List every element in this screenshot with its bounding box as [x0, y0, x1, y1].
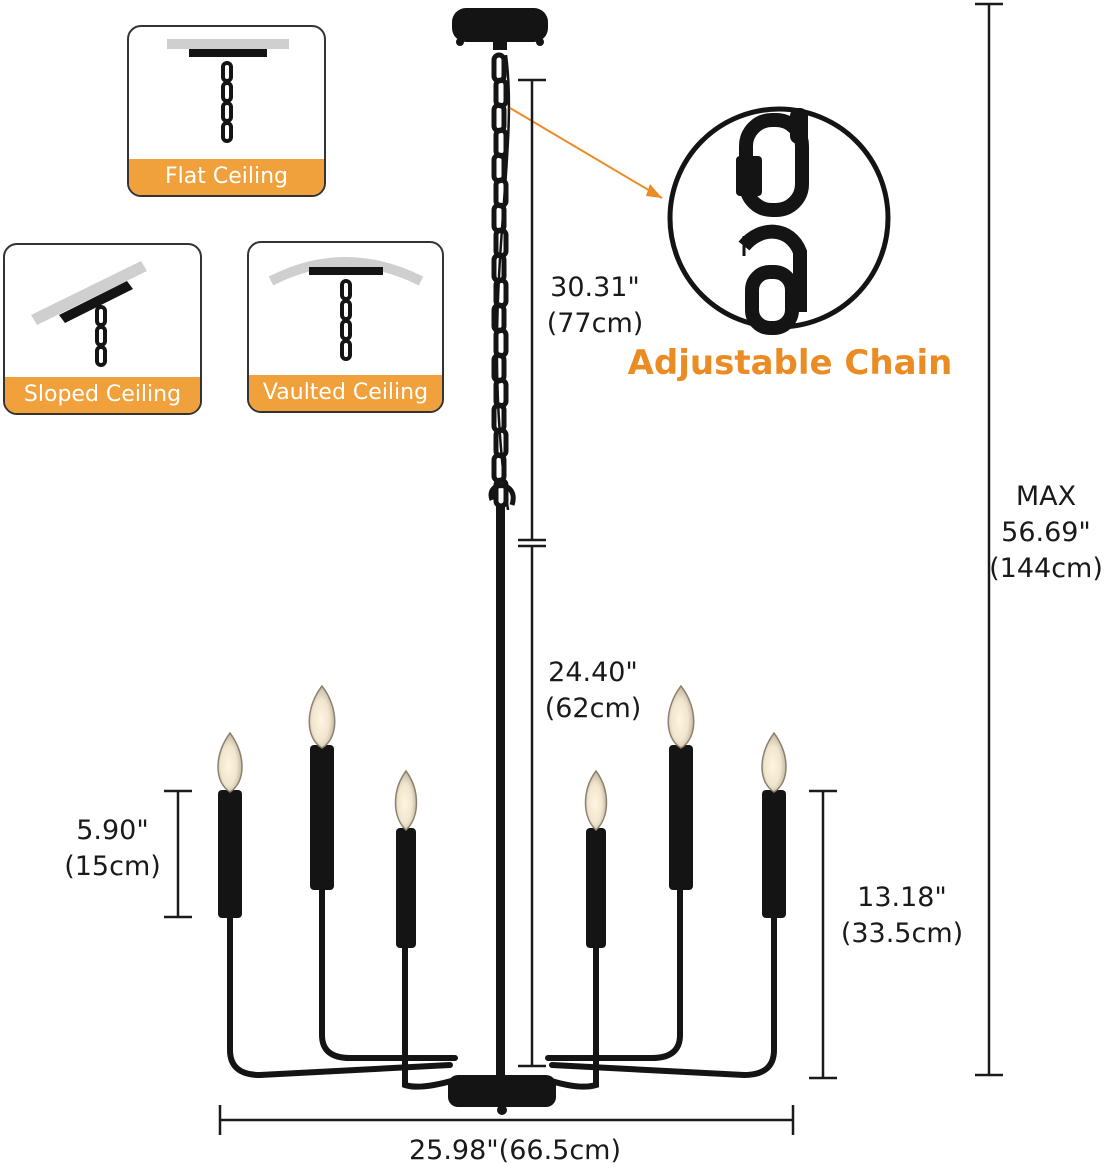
body-height-label: 13.18" (33.5cm) [832, 880, 972, 952]
sloped-ceiling-card: Sloped Ceiling [3, 243, 202, 415]
ceiling-canopy [452, 8, 548, 50]
width-label: 25.98"(66.5cm) [408, 1135, 622, 1166]
adjustable-chain-label: Adjustable Chain [627, 343, 953, 383]
candle-height-in: 5.90" [76, 815, 149, 846]
candle-height-label: 5.90" (15cm) [50, 813, 175, 885]
max-height-title: MAX [1015, 481, 1077, 512]
sloped-ceiling-icon [31, 261, 147, 367]
candle-bulbs [217, 684, 787, 832]
vaulted-ceiling-card: Vaulted Ceiling [247, 241, 444, 413]
chandelier-arms [227, 887, 777, 1090]
max-height-cm: (144cm) [989, 553, 1103, 584]
body-height-in: 13.18" [857, 882, 947, 913]
rod-length-in: 24.40" [548, 657, 638, 688]
chain [488, 52, 516, 511]
vaulted-ceiling-icon [268, 257, 424, 361]
candle-height-cm: (15cm) [64, 851, 161, 882]
max-height-in: 56.69" [1001, 517, 1091, 548]
chain-length-cm: (77cm) [546, 308, 644, 339]
max-height-label: MAX 56.69" (144cm) [986, 479, 1106, 587]
chain-detail-callout [509, 106, 891, 335]
rod-length-label: 24.40" (62cm) [533, 655, 653, 727]
chain-length-in: 30.31" [550, 272, 640, 303]
body-height-cm: (33.5cm) [840, 918, 964, 949]
dimension-lines [164, 2, 1003, 1135]
candle-sleeves [218, 745, 786, 948]
flat-ceiling-label: Flat Ceiling [129, 159, 324, 195]
flat-ceiling-icon [167, 39, 289, 143]
rod-length-cm: (62cm) [544, 693, 642, 724]
center-hub [448, 1075, 556, 1115]
sloped-ceiling-label: Sloped Ceiling [5, 377, 200, 413]
flat-ceiling-card: Flat Ceiling [127, 25, 326, 197]
chain-length-label: 30.31" (77cm) [535, 270, 655, 342]
center-rod [496, 505, 505, 1075]
vaulted-ceiling-label: Vaulted Ceiling [249, 375, 442, 411]
